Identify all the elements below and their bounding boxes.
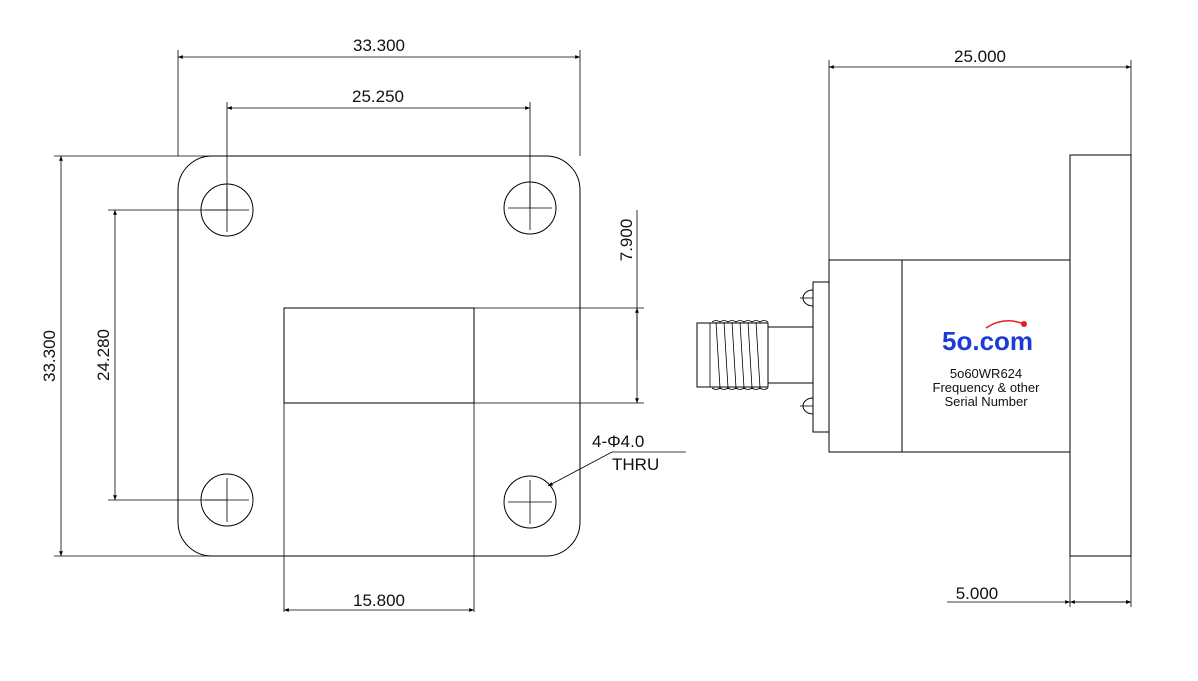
dim-aperture-width: 15.800	[283, 591, 475, 612]
svg-text:25.000: 25.000	[954, 47, 1006, 66]
svg-text:5.000: 5.000	[956, 584, 999, 603]
dim-hole-spacing-x: 25.250	[226, 87, 531, 210]
dim-flange-thickness: 5.000	[947, 556, 1132, 607]
brand-logo: 5o.com	[942, 320, 1033, 356]
body-rear	[828, 259, 903, 453]
svg-text:5o.com: 5o.com	[942, 326, 1033, 356]
model-label: 5o60WR624	[950, 366, 1022, 381]
side-flange	[1069, 154, 1132, 557]
flange-outline	[177, 155, 581, 557]
svg-text:33.300: 33.300	[40, 330, 59, 382]
svg-text:33.300: 33.300	[353, 36, 405, 55]
svg-text:4-Φ4.0: 4-Φ4.0	[592, 432, 644, 451]
dim-overall-width: 33.300	[177, 36, 581, 156]
screw-bottom	[800, 397, 814, 415]
side-view: 5o.com 5o60WR624 Frequency & other Seria…	[696, 47, 1132, 607]
dim-overall-height: 33.300	[40, 155, 210, 557]
svg-text:15.800: 15.800	[353, 591, 405, 610]
front-view: 33.300 25.250 33.300 24.280	[40, 36, 686, 612]
svg-text:25.250: 25.250	[352, 87, 404, 106]
sma-connector	[696, 320, 814, 390]
note-line-2: Serial Number	[944, 394, 1028, 409]
note-line-1: Frequency & other	[933, 380, 1041, 395]
mounting-hole-bottom-right	[503, 475, 557, 529]
svg-text:7.900: 7.900	[617, 219, 636, 262]
screw-top	[800, 289, 814, 307]
dim-length: 25.000	[828, 47, 1132, 260]
svg-text:24.280: 24.280	[94, 329, 113, 381]
dim-hole-spacing-y: 24.280	[94, 209, 227, 501]
dim-top-offset: 7.900	[474, 210, 644, 404]
connector-plate	[812, 281, 830, 433]
svg-text:THRU: THRU	[612, 455, 659, 474]
waveguide-aperture	[283, 307, 475, 404]
hole-callout: 4-Φ4.0 THRU	[547, 432, 686, 487]
body-front	[901, 259, 1071, 453]
